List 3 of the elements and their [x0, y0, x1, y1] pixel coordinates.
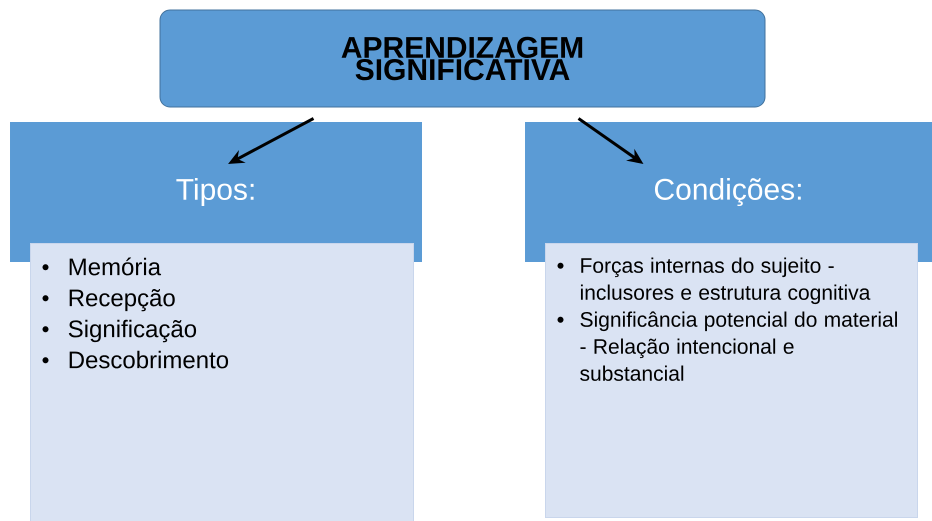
title-box: APRENDIZAGEM SIGNIFICATIVA — [160, 10, 766, 108]
bullet-list-box: Memória Recepção Significação Descobrimento — [30, 243, 414, 521]
bullet-list-box: Forças internas do sujeito - inclusores e estrutura cognitiva Significância potencial do material - Relação intencional e substancial — [545, 243, 918, 518]
